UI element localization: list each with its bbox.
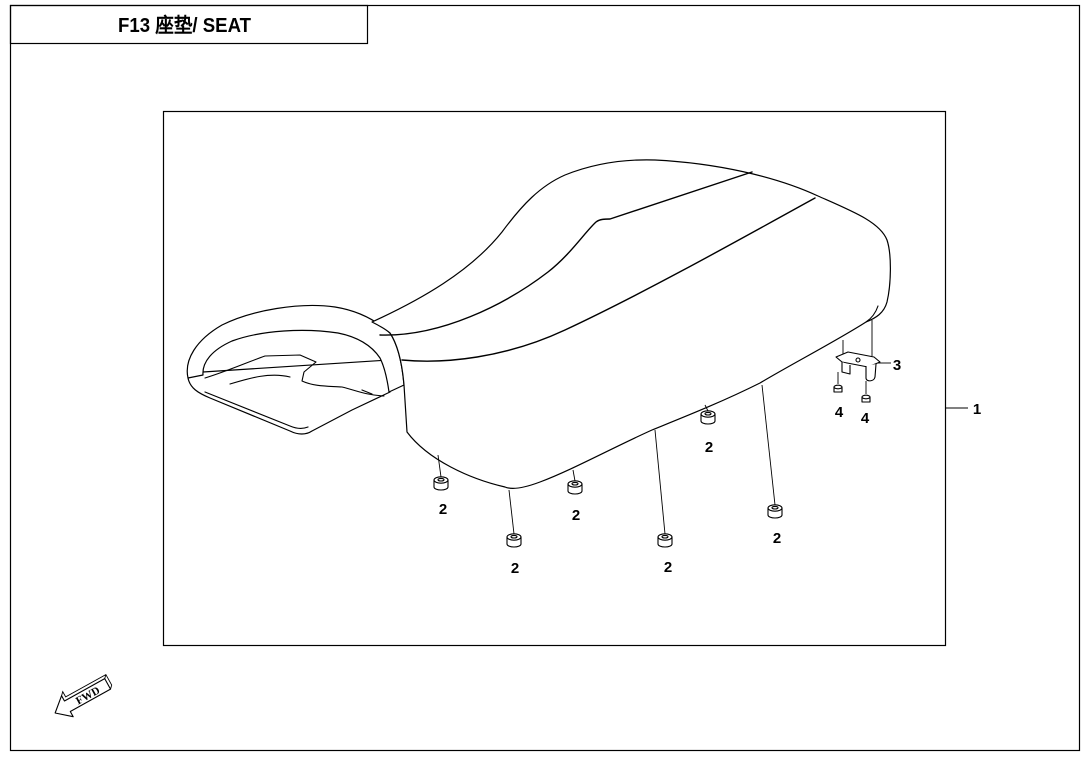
seat-body	[371, 159, 891, 489]
title-box-border	[9, 4, 369, 45]
callout-label: 1	[973, 401, 981, 418]
seat-tail-base-inner-edge	[204, 391, 309, 429]
seat-tail-loop	[186, 304, 405, 393]
leader-line	[654, 429, 666, 535]
callout-labels: 1 2 2 2 2 2 2 3 4 4	[439, 357, 981, 577]
grommet	[567, 480, 583, 495]
callout-label: 2	[705, 439, 713, 456]
leader-line	[508, 489, 515, 535]
forward-arrow: FWD	[54, 673, 113, 718]
seat-side-seam	[401, 197, 816, 362]
grommet-leaders	[437, 384, 776, 535]
grommet	[657, 533, 673, 548]
callout-label: 2	[572, 507, 580, 524]
fwd-arrow-icon	[54, 678, 112, 718]
leader-line	[572, 469, 576, 482]
seat-illustration	[186, 159, 891, 489]
fwd-arrow-depth	[61, 673, 113, 698]
nut	[833, 384, 843, 393]
callout-label: 2	[439, 501, 447, 518]
callout-label: 2	[511, 560, 519, 577]
grommet	[506, 533, 522, 548]
callout-label: 2	[773, 530, 781, 547]
page-border	[9, 4, 1081, 752]
grommet	[433, 476, 449, 491]
callout-label: 4	[861, 410, 870, 427]
leader-line	[761, 384, 776, 506]
nut	[861, 394, 871, 403]
leader-line	[437, 454, 442, 478]
drawing-frame	[162, 110, 947, 647]
seat-tail-base	[187, 359, 391, 435]
title-box: F13 座垫/ SEAT	[9, 4, 369, 45]
seat-rider-passenger-seam	[379, 171, 753, 336]
leader-line	[704, 404, 709, 412]
grommet	[767, 504, 783, 519]
seat-latch-bracket	[835, 351, 881, 382]
page-title: F13 座垫/ SEAT	[118, 13, 251, 37]
latch-leaders	[837, 320, 891, 394]
seat-front-edge	[865, 305, 879, 323]
seat-tail-underside	[204, 354, 385, 397]
callout-label: 2	[664, 559, 672, 576]
grommet	[700, 410, 716, 425]
callout-label: 3	[893, 357, 901, 374]
seat-tail-underside-detail	[229, 374, 373, 395]
callout-label: 4	[835, 404, 844, 421]
